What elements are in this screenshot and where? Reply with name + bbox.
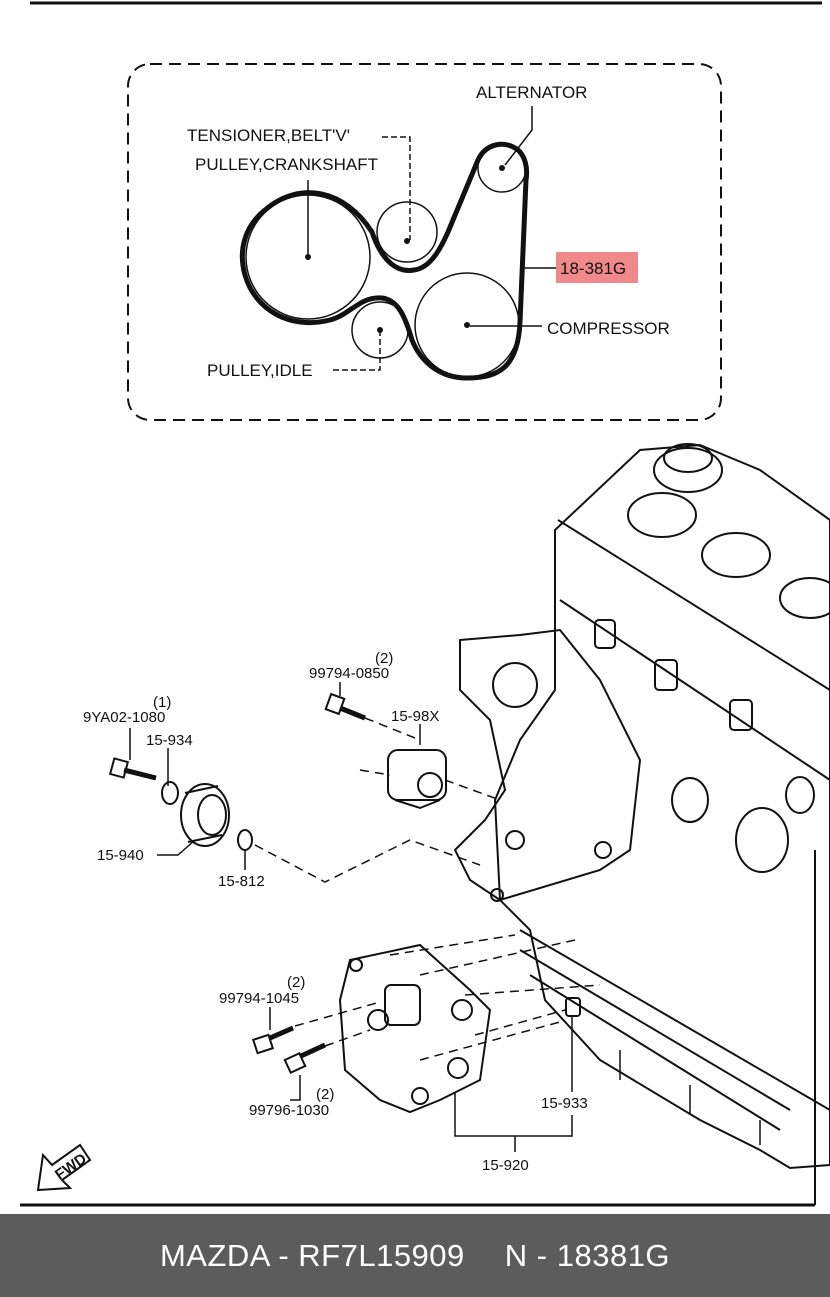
bracket-15-920 [338, 943, 492, 1114]
block-boss-2 [735, 807, 789, 873]
block-slot-2 [654, 659, 678, 691]
oil-pan-bolts [619, 1050, 761, 1145]
block-boss-3 [785, 776, 815, 814]
forward-arrow-icon [36, 1143, 92, 1192]
washer-15-934 [161, 781, 179, 805]
cam-port-2 [701, 532, 771, 578]
idle-center [377, 327, 383, 333]
compressor-label: COMPRESSOR [547, 319, 670, 338]
idler-pulley-15-940 [180, 783, 230, 847]
engine-lower-edge [519, 929, 830, 1111]
engine-mid-edge [559, 599, 830, 781]
oil-filler-cap-top [663, 443, 713, 473]
compressor-center [464, 322, 470, 328]
bolt-99796-1030 [283, 1042, 327, 1075]
tensioner-leader [382, 136, 411, 240]
cam-port-3 [779, 577, 830, 619]
tensioner-15-98x [387, 749, 447, 810]
cap-15-812 [237, 829, 253, 851]
tensioner-label: TENSIONER,BELT'V' [187, 126, 350, 145]
qty-99794-1045: (2) [287, 974, 305, 991]
crankshaft-label: PULLEY,CRANKSHAFT [195, 155, 378, 174]
oil-pan-rail [519, 949, 791, 1131]
engine-block-outline [493, 443, 830, 1170]
part-leaders [129, 682, 573, 1152]
idle-pulley-label: PULLEY,IDLE [207, 361, 313, 380]
exploded-parts [108, 692, 601, 1114]
highlighted-part-label: 18-381G [560, 259, 626, 278]
qty-99796-1030: (2) [316, 1086, 334, 1103]
qty-99794-0850: (2) [375, 650, 393, 667]
label-99794-1045: 99794-1045 [219, 990, 299, 1007]
tensioner-center [404, 238, 410, 244]
bolt-9ya02-1080 [108, 757, 157, 781]
block-slot-3 [729, 699, 753, 731]
drive-belt [239, 141, 530, 381]
alternator-label: ALTERNATOR [476, 83, 587, 102]
bracket-hole-3 [594, 841, 612, 859]
label-99796-1030: 99796-1030 [249, 1102, 329, 1119]
label-99794-0850: 99794-0850 [309, 665, 389, 682]
engine-top-deck [557, 519, 830, 691]
block-slot-1 [594, 619, 616, 649]
qty-9ya02-1080: (1) [153, 694, 171, 711]
label-15-920: 15-920 [482, 1157, 529, 1174]
part-highlight-box [556, 252, 638, 283]
mounting-bracket [453, 628, 642, 902]
oil-filler-cap [653, 447, 723, 493]
footer-bar: MAZDA - RF7L15909 N - 18381G [0, 1214, 830, 1297]
bracket-hole-4 [490, 888, 504, 902]
assembly-guide-lines [254, 717, 601, 1061]
bracket-hole-2 [505, 830, 525, 850]
label-9ya02-1080: 9YA02-1080 [83, 709, 165, 726]
footer-reference: N - 18381G [504, 1237, 671, 1273]
label-15-812: 15-812 [218, 873, 265, 890]
cam-port-1 [627, 492, 697, 538]
crankshaft-center [305, 254, 311, 260]
bolt-99794-1045 [251, 1025, 294, 1055]
label-15-98x: 15-98X [391, 708, 439, 725]
idle-leader [333, 332, 381, 371]
engine-block-drawing [453, 443, 830, 1170]
label-15-933: 15-933 [541, 1095, 588, 1112]
belt-routing-diagram: ALTERNATOR TENSIONER,BELT'V' PULLEY,CRAN… [127, 63, 722, 421]
tensioner-pulley [376, 201, 438, 263]
alternator-center [499, 165, 505, 171]
forward-arrow: FWD [36, 1143, 92, 1192]
belt-diagram-frame [127, 63, 722, 421]
block-boss-1 [671, 777, 709, 823]
bracket-hole-1 [492, 662, 538, 708]
stud-15-933 [565, 997, 581, 1017]
label-15-940: 15-940 [97, 847, 144, 864]
footer-part-number: MAZDA - RF7L15909 [159, 1237, 465, 1273]
alternator-leader [504, 106, 533, 166]
forward-arrow-label: FWD [52, 1150, 90, 1184]
label-15-934: 15-934 [146, 732, 193, 749]
bolt-99794-0850 [324, 692, 366, 721]
